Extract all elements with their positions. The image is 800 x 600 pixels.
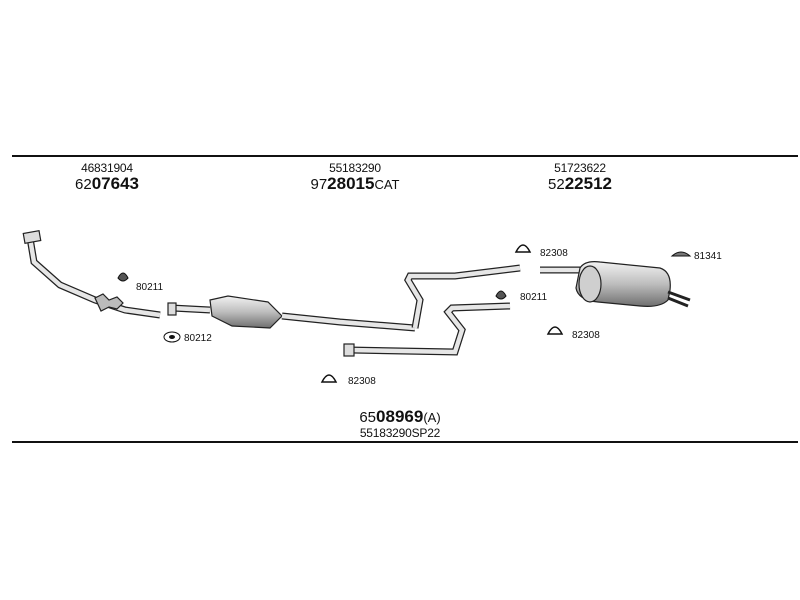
svg-text:82308: 82308 xyxy=(572,330,600,341)
catalytic-converter-drawing[interactable] xyxy=(167,295,416,332)
oe-number: 46831904 xyxy=(81,161,133,175)
mount-80211-a[interactable]: 80211 xyxy=(117,272,164,293)
part-catalytic-converter[interactable]: 55183290 9728015CAT xyxy=(300,162,410,193)
clamp-82308-b[interactable]: 82308 xyxy=(546,326,600,341)
rear-muffler-drawing[interactable] xyxy=(540,261,691,308)
bottom-divider xyxy=(12,441,798,443)
oe-number: 51723622 xyxy=(554,161,606,175)
part-rear-muffler[interactable]: 51723622 5222512 xyxy=(530,162,630,193)
gasket-80212[interactable]: 80212 xyxy=(163,331,212,344)
svg-text:80211: 80211 xyxy=(520,292,548,303)
mount-80211-b[interactable]: 80211 xyxy=(495,290,548,303)
exhaust-system-number[interactable]: 6508969(A) 55183290SP22 xyxy=(330,408,470,439)
rear-pipe-drawing[interactable] xyxy=(343,264,521,357)
clamp-82308-a[interactable]: 82308 xyxy=(514,244,568,259)
part-number: 9728015CAT xyxy=(310,173,400,193)
clamp-82308-c[interactable]: 82308 xyxy=(320,374,376,387)
part-number: 6207643 xyxy=(75,173,139,193)
part-front-pipe[interactable]: 46831904 6207643 xyxy=(62,162,152,193)
svg-text:80212: 80212 xyxy=(184,333,212,344)
top-divider xyxy=(12,155,798,157)
oe-number: 55183290 xyxy=(329,161,381,175)
svg-text:82308: 82308 xyxy=(540,248,568,259)
mount-81341[interactable]: 81341 xyxy=(670,251,722,262)
part-number: 5222512 xyxy=(548,173,612,193)
system-part-number: 6508969(A) xyxy=(359,407,441,426)
svg-text:82308: 82308 xyxy=(348,376,376,387)
svg-text:81341: 81341 xyxy=(694,251,722,262)
system-oe-number: 55183290SP22 xyxy=(359,425,441,440)
front-pipe-drawing[interactable] xyxy=(22,229,161,319)
svg-text:80211: 80211 xyxy=(136,282,164,293)
